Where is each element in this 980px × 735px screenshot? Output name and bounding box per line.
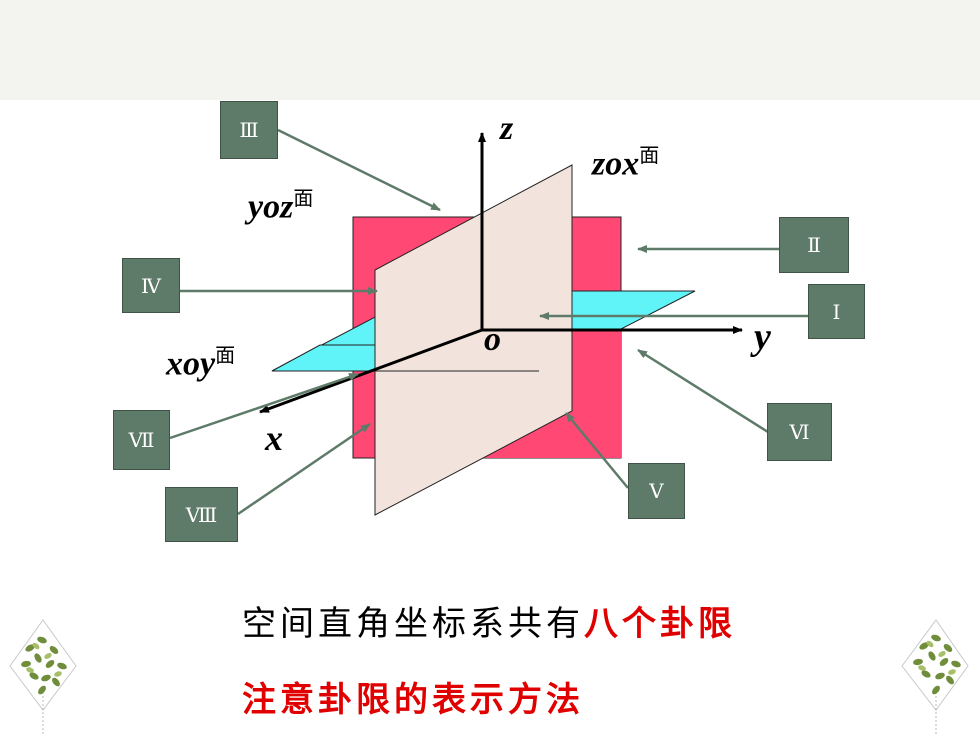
origin-label: o [484,321,501,358]
octant-I-label: Ⅰ [808,284,865,339]
yoz-plane-suffix: 面 [293,186,314,210]
xoy-plane-suffix: 面 [215,343,236,367]
caption-line-2: 注意卦限的表示方法 [242,672,584,721]
zox-plane-label: zox面 [592,145,659,181]
yoz-plane-name: yoz [248,188,294,226]
x-axis [259,328,483,414]
caption-line-2-highlight: 注意卦限的表示方法 [242,680,584,720]
caption-line-1: 空间直角坐标系共有八个卦限 [242,596,736,645]
y-axis-label: y [754,316,771,358]
arrow-V [565,412,629,489]
arrow-VIII [237,422,371,516]
zox-plane-suffix: 面 [639,143,660,167]
arrow-III [277,128,441,212]
octant-V-label: Ⅴ [628,463,685,519]
octant-IV-label: Ⅳ [122,258,180,313]
octant-III-label: Ⅲ [220,101,278,159]
caption-line-1-highlight: 八个卦限 [584,604,736,644]
xoy-plane-name: xoy [166,345,216,383]
yoz-plane-label: yoz面 [248,188,313,224]
octant-VI-label: Ⅵ [767,403,832,461]
octant-II-label: Ⅱ [779,217,849,273]
header-band [0,0,980,100]
xoy-plane-label: xoy面 [166,345,235,381]
z-axis-label: z [500,110,514,147]
caption-line-1-normal: 空间直角坐标系共有 [242,604,584,644]
octant-VIII-label: Ⅷ [165,487,238,542]
leaf-plant-left-decoration [9,619,77,735]
zox-plane-name: zox [592,145,640,183]
leaf-plant-right-decoration [901,619,969,735]
x-axis-label: x [265,418,283,458]
xoy-plane-front [271,344,376,372]
octant-VII-label: Ⅶ [113,410,170,470]
arrow-VI [637,348,769,434]
arrow-VII [169,372,359,440]
yoz-plane [374,164,573,516]
